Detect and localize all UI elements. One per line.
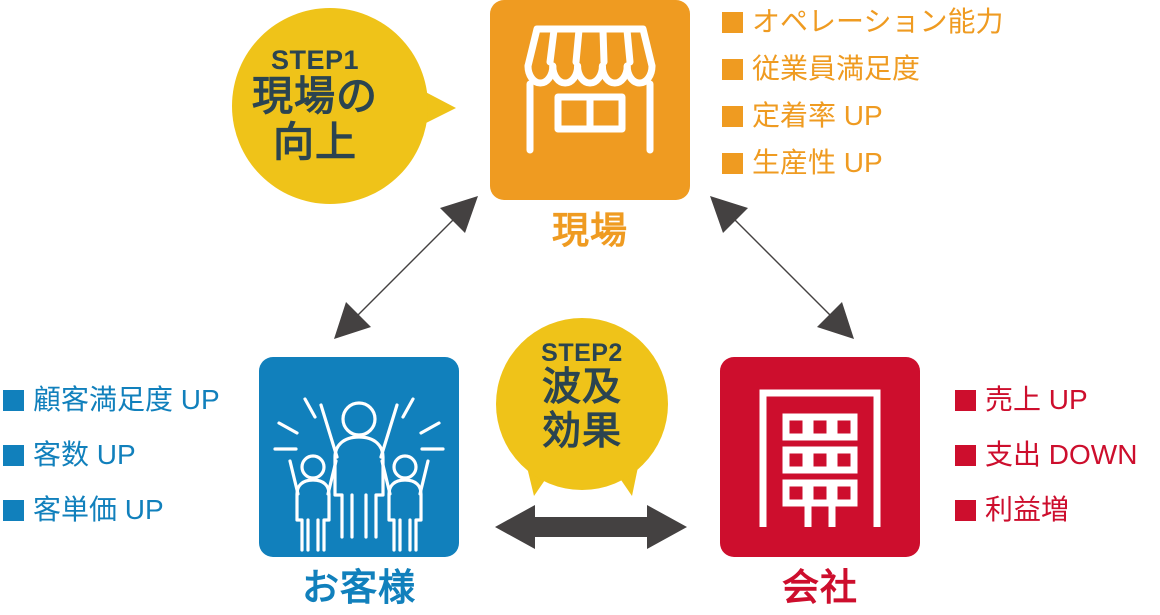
- bullet-square-icon: [3, 389, 24, 411]
- cheering-people-icon: [273, 397, 445, 552]
- bullet-square-icon: [722, 11, 743, 33]
- node-customer-icon: [259, 357, 459, 557]
- node-company-icon: [720, 357, 920, 557]
- node-genba-label: 現場: [552, 210, 628, 251]
- node-customer-label: お客様: [302, 567, 416, 608]
- list-item: 定着率 UP: [722, 102, 1003, 130]
- list-item: 売上 UP: [955, 386, 1137, 414]
- bullet-square-icon: [3, 444, 24, 466]
- bubble-shape: [496, 318, 668, 496]
- storefront-icon: [524, 25, 656, 154]
- list-item-label: 客単価 UP: [33, 494, 164, 525]
- bullet-square-icon: [722, 152, 743, 174]
- list-item: オペレーション能力: [722, 8, 1003, 36]
- arrow-genba-customer: [328, 192, 488, 342]
- list-item-label: 従業員満足度: [752, 53, 921, 84]
- list-item: 客数 UP: [3, 441, 220, 469]
- list-item-label: 顧客満足度 UP: [33, 384, 220, 415]
- list-item-label: オペレーション能力: [752, 6, 1004, 37]
- bullet-square-icon: [722, 58, 743, 80]
- list-item: 支出 DOWN: [955, 441, 1137, 469]
- list-item: 利益増: [955, 496, 1137, 524]
- node-company-label: 会社: [782, 567, 858, 608]
- list-item-label: 支出 DOWN: [985, 439, 1138, 470]
- office-building-icon: [759, 389, 881, 527]
- bubble-shape: [232, 8, 456, 204]
- double-headed-arrow-icon: [495, 505, 687, 549]
- list-item: 生産性 UP: [722, 149, 1003, 177]
- bullet-square-icon: [955, 444, 976, 466]
- list-customer-effects: 顧客満足度 UP 客数 UP 客単価 UP: [3, 386, 220, 524]
- list-item: 従業員満足度: [722, 55, 1003, 83]
- list-company-effects: 売上 UP 支出 DOWN 利益増: [955, 386, 1137, 524]
- arrow-genba-company: [700, 192, 860, 342]
- node-genba-icon: [490, 0, 690, 200]
- bullet-square-icon: [722, 105, 743, 127]
- list-item-label: 利益増: [985, 494, 1070, 525]
- list-item: 顧客満足度 UP: [3, 386, 220, 414]
- list-genba-effects: オペレーション能力 従業員満足度 定着率 UP 生産性 UP: [722, 8, 1003, 177]
- list-item-label: 定着率 UP: [752, 100, 883, 131]
- bullet-square-icon: [3, 499, 24, 521]
- list-item-label: 客数 UP: [33, 439, 136, 470]
- bullet-square-icon: [955, 499, 976, 521]
- list-item-label: 生産性 UP: [752, 147, 883, 178]
- bubble-step1: STEP1 現場の 向上: [232, 8, 462, 204]
- list-item-label: 売上 UP: [985, 384, 1088, 415]
- list-item: 客単価 UP: [3, 496, 220, 524]
- bullet-square-icon: [955, 389, 976, 411]
- double-headed-arrow-icon: [334, 196, 478, 339]
- arrow-customer-company: [495, 503, 687, 551]
- double-headed-arrow-icon: [710, 196, 854, 339]
- bubble-step2: STEP2 波及 効果: [484, 318, 680, 500]
